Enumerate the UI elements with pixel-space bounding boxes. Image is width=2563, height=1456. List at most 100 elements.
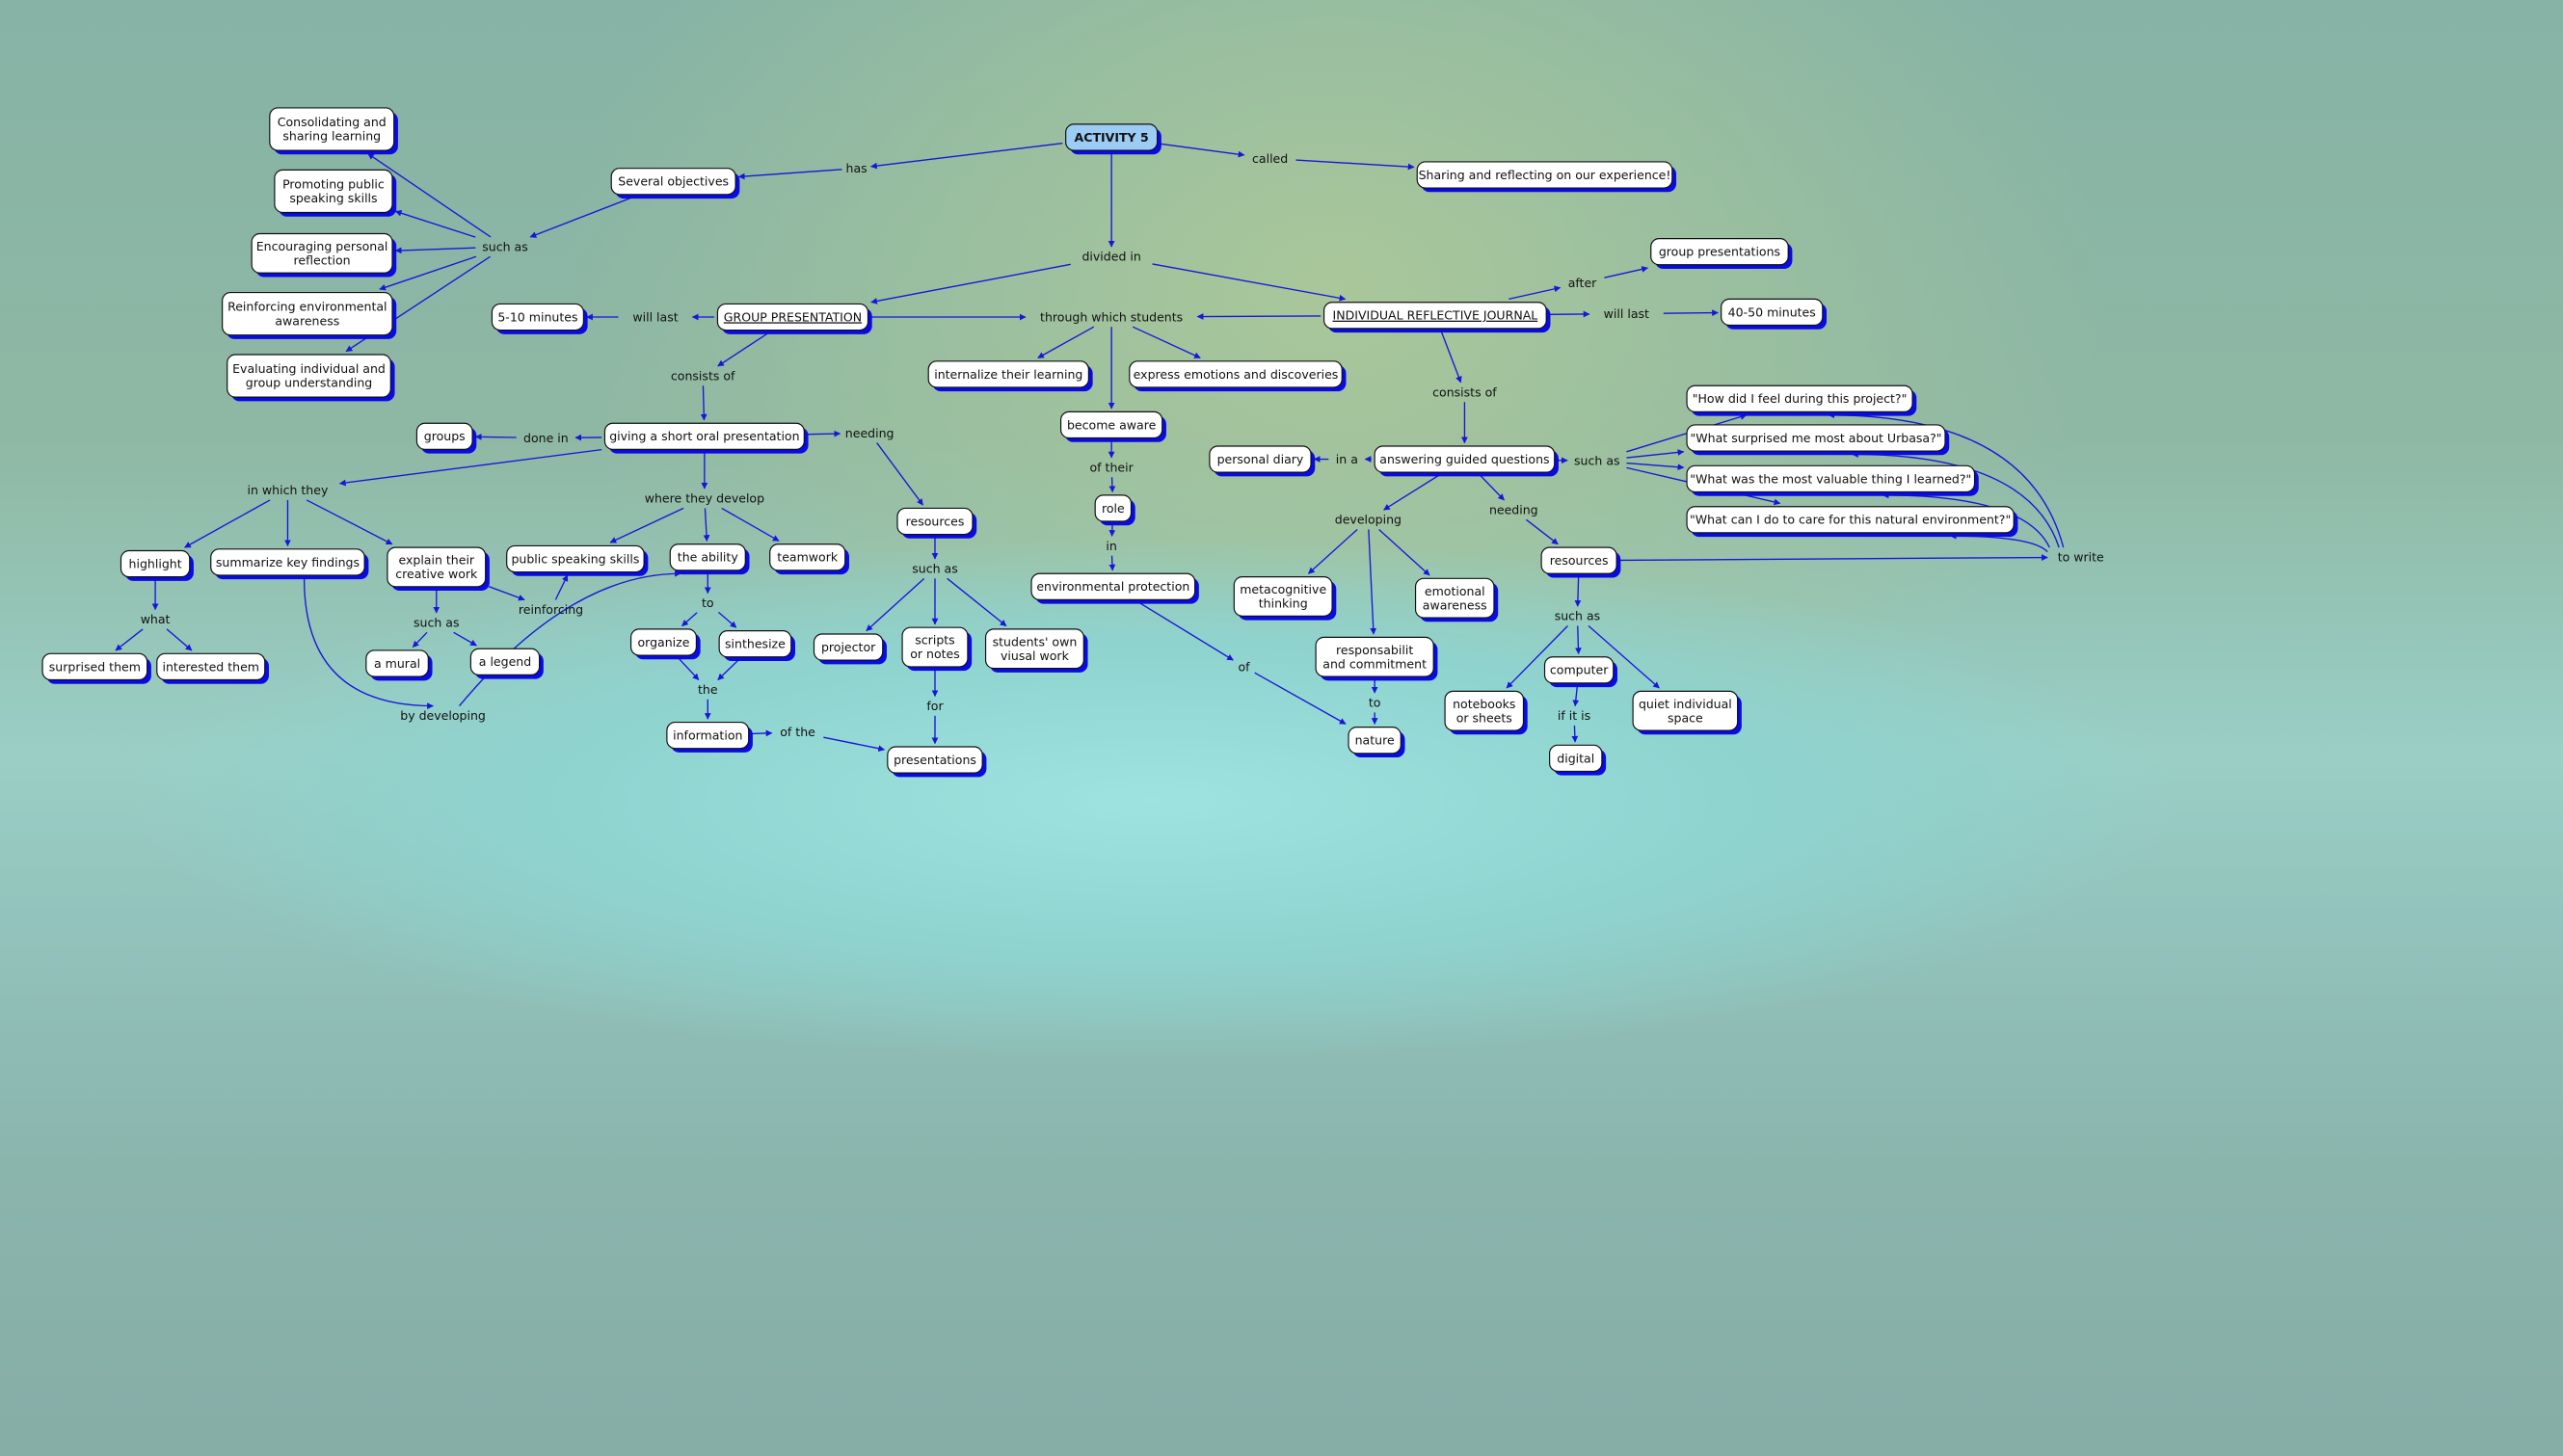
linking-phrase-the[interactable]: the (698, 682, 718, 697)
concept-projector[interactable]: projector (813, 633, 887, 665)
linking-phrase-after[interactable]: after (1568, 276, 1597, 290)
concept-resR[interactable]: resources (1540, 546, 1621, 578)
linking-phrase-suchasR[interactable]: such as (1555, 609, 1601, 623)
concept-legend[interactable]: a legend (469, 648, 544, 679)
concept-surprised[interactable]: surprised them (41, 652, 151, 684)
concept-presentations[interactable]: presentations (887, 746, 987, 778)
concept-nature[interactable]: nature (1348, 727, 1405, 758)
linking-phrase-inwhich[interactable]: in which they (248, 483, 329, 497)
linking-phrase-divided[interactable]: divided in (1081, 250, 1140, 264)
linking-phrase-ina[interactable]: in a (1336, 452, 1358, 466)
concept-box (506, 544, 645, 573)
linking-phrase-ifitis[interactable]: if it is (1558, 708, 1590, 723)
linking-phrase-called[interactable]: called (1252, 151, 1288, 166)
linking-phrase-in[interactable]: in (1106, 539, 1116, 553)
concept-box (896, 507, 974, 536)
concept-activity[interactable]: ACTIVITY 5 (1065, 123, 1161, 155)
linking-phrase-suchas1[interactable]: such as (482, 239, 528, 253)
concept-box (669, 543, 746, 571)
concept-ability[interactable]: the ability (669, 543, 750, 575)
concept-internalize[interactable]: internalize their learning (927, 360, 1093, 392)
concept-diary[interactable]: personal diary (1209, 445, 1316, 477)
linking-phrase-of[interactable]: of (1238, 659, 1250, 674)
concept-q3[interactable]: "What was the most valuable thing I lear… (1686, 464, 1979, 496)
linking-phrase-ofthe[interactable]: of the (780, 725, 815, 739)
concept-q2[interactable]: "What surprised me most about Urbasa?" (1686, 424, 1950, 456)
linking-phrase-has[interactable]: has (846, 161, 868, 175)
linking-phrase-consistsL[interactable]: consists of (671, 368, 735, 383)
concept-resL[interactable]: resources (896, 507, 977, 539)
linking-phrase-consistsR[interactable]: consists of (1432, 384, 1497, 399)
concept-envprot[interactable]: environmental protection (1030, 572, 1199, 604)
concept-highlight[interactable]: highlight (120, 549, 194, 581)
concept-become[interactable]: become aware (1059, 410, 1166, 442)
concept-express[interactable]: express emotions and discoveries (1129, 360, 1347, 392)
linking-phrase-willlast1[interactable]: will last (632, 309, 678, 324)
linking-phrase-through[interactable]: through which students (1040, 309, 1183, 324)
concept-pss[interactable]: public speaking skills (506, 544, 649, 576)
linking-phrase-oftheir[interactable]: of their (1090, 460, 1135, 474)
linking-phrase-to1[interactable]: to (702, 596, 714, 610)
connection-willlast2-min4050 (1663, 309, 1719, 317)
linking-phrase-suchasQ[interactable]: such as (1574, 454, 1620, 468)
linking-phrase-suchasM[interactable]: such as (414, 616, 460, 630)
linking-phrase-what[interactable]: what (141, 612, 171, 626)
concept-organize[interactable]: organize (629, 628, 701, 660)
linking-phrase-needingR[interactable]: needing (1489, 503, 1538, 517)
concept-min4050[interactable]: 40-50 minutes (1721, 298, 1828, 330)
concept-groups[interactable]: groups (415, 422, 477, 454)
concept-giving[interactable]: giving a short oral presentation (603, 422, 809, 454)
concept-box (716, 303, 869, 331)
connection-suchasR-quiet (1588, 625, 1660, 689)
concept-objectives[interactable]: Several objectives (610, 168, 740, 199)
concept-q4[interactable]: "What can I do to care for this natural … (1686, 506, 2018, 538)
linking-phrase-needingL[interactable]: needing (845, 426, 894, 440)
concept-computer[interactable]: computer (1543, 656, 1617, 688)
concept-interested[interactable]: interested them (156, 652, 269, 684)
connection-explain-reinforcing (488, 585, 525, 601)
connection-suchasQ-q2 (1626, 449, 1685, 459)
linking-phrase-willlast2[interactable]: will last (1604, 306, 1649, 321)
linking-phrase-donein[interactable]: done in (523, 431, 569, 445)
linking-phrase-where[interactable]: where they develop (645, 491, 764, 506)
concept-shared[interactable]: Sharing and reflecting on our experience… (1416, 161, 1677, 193)
concept-sinthesize[interactable]: sinthesize (718, 630, 796, 661)
concept-teamwork[interactable]: teamwork (769, 543, 849, 575)
concept-information[interactable]: information (666, 721, 753, 753)
concept-irj[interactable]: INDIVIDUAL REFLECTIVE JOURNAL (1322, 302, 1551, 333)
concept-box (156, 652, 266, 681)
concept-answering[interactable]: answering guided questions (1374, 445, 1559, 477)
concept-digital[interactable]: digital (1549, 744, 1607, 776)
connection-suchasRes-students (947, 577, 1007, 627)
concept-box (365, 649, 429, 677)
concept-mural[interactable]: a mural (365, 649, 433, 681)
concept-box (387, 546, 487, 588)
concept-role[interactable]: role (1094, 494, 1135, 526)
linking-phrase-bydev[interactable]: by developing (400, 708, 486, 723)
concept-grouppres[interactable]: group presentations (1650, 238, 1793, 269)
linking-phrase-suchasRes[interactable]: such as (912, 562, 958, 576)
linking-phrase-developing[interactable]: developing (1335, 513, 1402, 527)
linking-phrase-for[interactable]: for (926, 699, 944, 713)
concept-gp[interactable]: GROUP PRESENTATION (716, 303, 872, 334)
concept-summarize[interactable]: summarize key findings (210, 548, 369, 580)
linking-phrase-towrite[interactable]: to write (2058, 550, 2104, 565)
concept-q1[interactable]: "How did I feel during this project?" (1686, 384, 1917, 416)
concept-box (269, 107, 395, 151)
linking-phrase-reinforcing[interactable]: reinforcing (519, 602, 583, 617)
linking-phrase-to2[interactable]: to (1369, 696, 1381, 710)
concept-min510[interactable]: 5-10 minutes (491, 303, 588, 334)
